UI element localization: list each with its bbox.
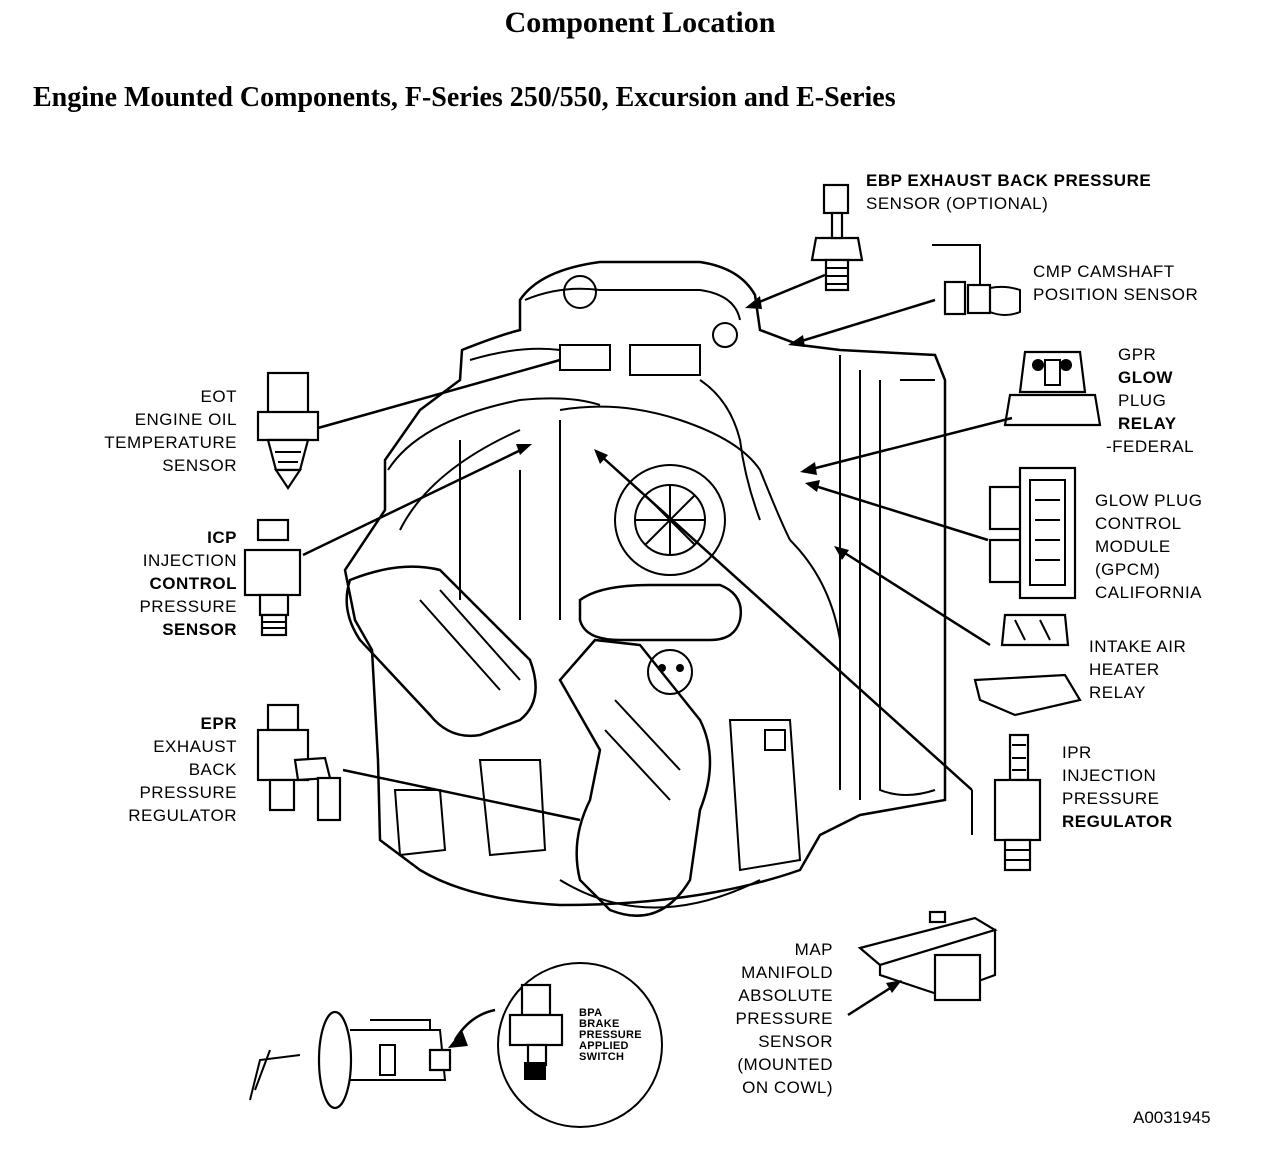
cmp-sensor-drawing [932, 244, 1021, 316]
label-bpa-switch: BPA BRAKE PRESSURE APPLIED SWITCH [579, 1008, 642, 1063]
label-gpcm-line2: CONTROL [1095, 514, 1182, 533]
label-bpa-line3: PRESSURE [579, 1029, 642, 1041]
label-icp-line5: SENSOR [162, 620, 237, 639]
label-bpa-line2: BRAKE [579, 1018, 620, 1030]
iah-relay-drawing [973, 613, 1082, 717]
label-iah-relay: INTAKE AIR HEATER RELAY [1089, 635, 1186, 704]
label-map-line3: ABSOLUTE [738, 986, 833, 1005]
label-eot-sensor: EOT ENGINE OIL TEMPERATURE SENSOR [70, 385, 237, 477]
label-eot-line4: SENSOR [162, 456, 237, 475]
epr-regulator-drawing [256, 703, 342, 822]
figure-id: A0031945 [1133, 1108, 1211, 1127]
label-gpcm-line1: GLOW PLUG [1095, 491, 1203, 510]
label-ipr-line3: PRESSURE [1062, 789, 1160, 808]
label-map-sensor: MAP MANIFOLD ABSOLUTE PRESSURE SENSOR (M… [690, 938, 833, 1099]
label-ebp-line2: SENSOR (OPTIONAL) [866, 194, 1049, 213]
ipr-regulator-drawing [993, 733, 1042, 872]
label-map-line2: MANIFOLD [741, 963, 833, 982]
label-icp-line4: PRESSURE [139, 597, 237, 616]
label-ebp-sensor: EBP EXHAUST BACK PRESSURE SENSOR (OPTION… [866, 169, 1151, 215]
engine-outline [343, 260, 947, 917]
label-map-line6: (MOUNTED [737, 1055, 833, 1074]
label-cmp-sensor: CMP CAMSHAFT POSITION SENSOR [1033, 260, 1198, 306]
label-iah-line2: HEATER [1089, 660, 1160, 679]
label-cmp-line2: POSITION SENSOR [1033, 285, 1199, 304]
label-map-line7: ON COWL) [742, 1078, 833, 1097]
label-cmp-line1: CMP CAMSHAFT [1033, 262, 1175, 281]
label-eot-line2: ENGINE OIL [134, 410, 237, 429]
ebp-sensor-drawing [810, 183, 864, 292]
label-gpr-line3: PLUG [1118, 391, 1167, 410]
icp-sensor-drawing [243, 518, 302, 637]
label-gpcm-module: GLOW PLUG CONTROL MODULE (GPCM) CALIFORN… [1095, 489, 1202, 604]
label-ipr-line1: IPR [1062, 743, 1092, 762]
label-iah-line1: INTAKE AIR [1089, 637, 1187, 656]
eot-sensor-drawing [256, 371, 320, 490]
label-map-line5: SENSOR [758, 1032, 833, 1051]
gpr-relay-drawing [1003, 350, 1102, 427]
label-ipr-line2: INJECTION [1062, 766, 1157, 785]
page-title: Component Location [504, 6, 776, 39]
label-gpr-line2: GLOW [1118, 368, 1173, 387]
label-icp-line3: CONTROL [149, 574, 237, 593]
label-gpcm-line3: MODULE [1095, 537, 1171, 556]
label-ebp-line1: EBP EXHAUST BACK PRESSURE [866, 171, 1152, 190]
label-map-line4: PRESSURE [735, 1009, 833, 1028]
label-bpa-line1: BPA [579, 1007, 603, 1019]
label-eot-line1: EOT [200, 387, 237, 406]
label-epr-line1: EPR [200, 714, 237, 733]
label-epr-line4: PRESSURE [139, 783, 237, 802]
label-icp-line1: ICP [207, 528, 237, 547]
label-icp-sensor: ICP INJECTION CONTROL PRESSURE SENSOR [70, 526, 237, 641]
label-iah-line3: RELAY [1089, 683, 1146, 702]
label-gpr-line5: -FEDERAL [1106, 437, 1195, 456]
label-eot-line3: TEMPERATURE [104, 433, 237, 452]
label-epr-line2: EXHAUST [153, 737, 237, 756]
label-epr-line5: REGULATOR [128, 806, 237, 825]
label-ipr-regulator: IPR INJECTION PRESSURE REGULATOR [1062, 741, 1173, 833]
label-gpr-line1: GPR [1118, 345, 1157, 364]
label-ipr-line4: REGULATOR [1062, 812, 1173, 831]
label-gpcm-line5: CALIFORNIA [1095, 583, 1203, 602]
leader-lines [302, 273, 1013, 1017]
brake-switch-inset [249, 962, 663, 1128]
label-icp-line2: INJECTION [142, 551, 237, 570]
label-bpa-line5: SWITCH [579, 1051, 625, 1063]
label-epr-line3: BACK [188, 760, 237, 779]
label-epr-regulator: EPR EXHAUST BACK PRESSURE REGULATOR [70, 712, 237, 827]
label-gpr-line4: RELAY [1118, 414, 1177, 433]
label-gpcm-line4: (GPCM) [1095, 560, 1161, 579]
page-subtitle: Engine Mounted Components, F-Series 250/… [33, 82, 896, 113]
label-bpa-line4: APPLIED [579, 1040, 629, 1052]
label-gpr-relay: GPR GLOW PLUG RELAY -FEDERAL [1106, 343, 1194, 458]
gpcm-module-drawing [988, 466, 1077, 600]
label-map-line1: MAP [794, 940, 833, 959]
map-sensor-drawing [857, 910, 998, 1002]
